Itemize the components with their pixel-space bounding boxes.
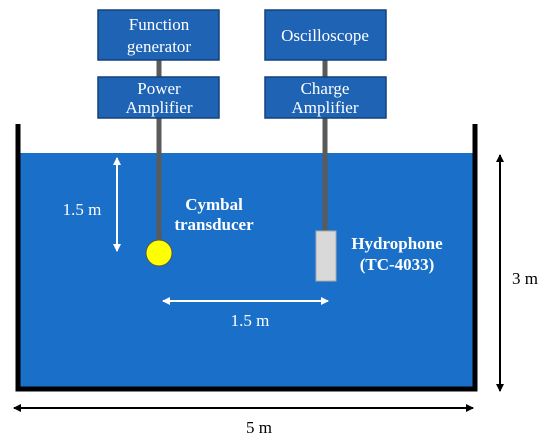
transducer-label-line2: transducer bbox=[174, 215, 254, 234]
hydrophone-label-line1: Hydrophone bbox=[351, 234, 443, 253]
hydrophone-label-line2: (TC-4033) bbox=[360, 255, 435, 274]
function-generator-line2: generator bbox=[127, 37, 192, 56]
transducer-label-line1: Cymbal bbox=[185, 195, 243, 214]
depth-label: 1.5 m bbox=[63, 200, 102, 219]
tank-walls bbox=[15, 124, 478, 392]
charge-amplifier-line2: Amplifier bbox=[291, 98, 358, 117]
hydrophone bbox=[315, 230, 337, 282]
power-amplifier-box bbox=[97, 76, 220, 119]
cymbal-transducer bbox=[145, 239, 173, 267]
tank-width-label: 5 m bbox=[246, 418, 272, 437]
oscilloscope-box bbox=[264, 9, 387, 61]
oscilloscope-label: Oscilloscope bbox=[281, 26, 369, 45]
charge-amplifier-box bbox=[264, 76, 387, 119]
power-amplifier-line1: Power bbox=[137, 79, 181, 98]
function-generator-line1: Function bbox=[129, 15, 190, 34]
tank-height-label: 3 m bbox=[512, 269, 538, 288]
charge-amplifier-line1: Charge bbox=[301, 79, 350, 98]
function-generator-box bbox=[97, 9, 220, 61]
water bbox=[18, 153, 474, 387]
power-amplifier-line2: Amplifier bbox=[125, 98, 192, 117]
separation-label: 1.5 m bbox=[231, 311, 270, 330]
